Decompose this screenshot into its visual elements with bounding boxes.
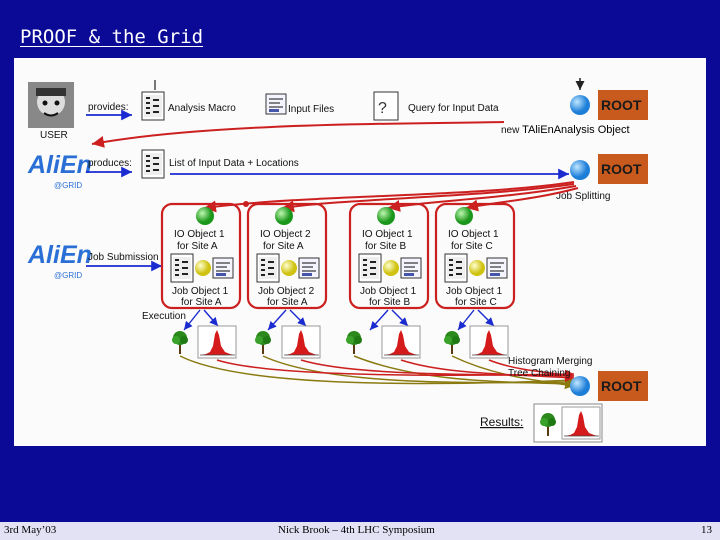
svg-text:for Site C: for Site C [455,297,497,308]
root-logo-middle: ROOT [598,154,648,184]
svg-text:@GRID: @GRID [54,181,82,190]
execution-label: Execution [142,311,186,322]
proof-grid-diagram: USER AliEn @GRID AliEn @GRID provides: A… [27,78,648,443]
svg-text:IO Object 1: IO Object 1 [362,229,413,240]
results-label: Results: [480,415,523,429]
input-files-label: Input Files [288,104,334,115]
analysis-macro-label: Analysis Macro [168,103,236,114]
svg-text:Job Object 1: Job Object 1 [360,286,417,297]
svg-text:for Site B: for Site B [365,241,406,252]
merging-arrows [179,355,575,390]
input-list-icon [141,149,165,179]
input-files-icon [265,93,287,115]
histogram-merging-label: Histogram Merging [508,356,592,367]
proof-ball-top [570,95,590,115]
query-label: Query for Input Data [408,103,499,114]
site-box-1: IO Object 1 for Site A Job Object 1 for … [160,202,242,310]
tree-chaining-label: Tree Chaining [508,368,570,379]
svg-text:Job Object 1: Job Object 1 [446,286,503,297]
svg-text:@GRID: @GRID [54,271,82,280]
svg-text:for Site A: for Site A [177,241,218,252]
proof-ball-middle [570,160,590,180]
site-outputs [171,325,509,359]
svg-text:AliEn: AliEn [27,151,92,179]
site-box-3: IO Object 1 for Site B Job Object 1 for … [348,202,430,310]
svg-text:for Site A: for Site A [267,297,308,308]
svg-text:for Site A: for Site A [181,297,222,308]
footer-date: 3rd May’03 [4,524,57,536]
slide-footer: 3rd May’03 Nick Brook – 4th LHC Symposiu… [0,522,720,540]
alien-logo-top: AliEn @GRID [27,151,92,190]
analysis-macro-icon [141,91,165,121]
svg-text:IO Object 2: IO Object 2 [260,229,311,240]
svg-text:for Site C: for Site C [451,241,493,252]
site-box-2: IO Object 2 for Site A Job Object 2 for … [246,202,328,310]
diagram-panel: USER AliEn @GRID AliEn @GRID provides: A… [14,58,706,446]
create-object-arrow [91,121,505,148]
svg-text:for Site A: for Site A [263,241,304,252]
list-input-label: List of Input Data + Locations [169,158,299,169]
results-box [533,403,603,443]
svg-text:new TAliEnAnalysis Object: new TAliEnAnalysis Object [501,124,630,136]
site-box-4: IO Object 1 for Site C Job Object 1 for … [434,202,516,310]
svg-text:Job Object 1: Job Object 1 [172,286,229,297]
svg-text:Job Object 2: Job Object 2 [258,286,315,297]
split-dot [243,201,249,207]
alien-logo-bottom: AliEn @GRID [27,241,92,280]
slide-title: PROOF & the Grid [20,26,204,48]
job-splitting-label: Job Splitting [556,191,610,202]
root-logo-top: ROOT [598,90,648,120]
provides-label: provides: [88,102,129,113]
execution-arrows [183,309,495,331]
root-logo-bottom: ROOT [598,371,648,401]
page-number: 13 [701,524,712,536]
query-icon: ? [373,91,399,121]
svg-text:for Site B: for Site B [369,297,410,308]
svg-text:IO Object 1: IO Object 1 [174,229,225,240]
footer-author: Nick Brook – 4th LHC Symposium [278,524,435,536]
svg-text:ROOT: ROOT [601,97,642,113]
svg-text:AliEn: AliEn [27,241,92,269]
user-photo [28,82,74,128]
svg-text:?: ? [378,100,387,117]
svg-text:ROOT: ROOT [601,378,642,394]
new-object-label: new TAliEnAnalysis Object [501,124,630,136]
produces-label: produces: [88,158,132,169]
histogram-arrows [216,359,575,382]
proof-ball-bottom [570,376,590,396]
svg-text:ROOT: ROOT [601,161,642,177]
svg-text:IO Object 1: IO Object 1 [448,229,499,240]
job-submission-label: Job Submission [88,252,159,263]
user-label: USER [40,130,68,141]
